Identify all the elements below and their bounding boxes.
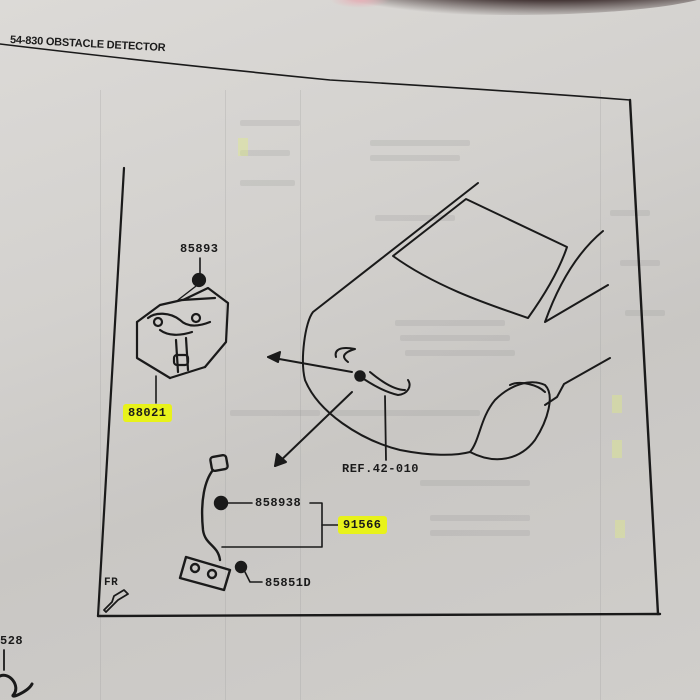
harness-leaders — [221, 502, 339, 583]
front-arrow-icon — [103, 589, 129, 613]
ghost-column — [225, 90, 226, 700]
control-unit-drawing — [135, 257, 230, 404]
ghost-text — [430, 530, 530, 536]
frame-right — [628, 98, 660, 616]
ghost-highlight — [238, 138, 248, 156]
part-label-858938: 858938 — [255, 496, 302, 510]
ghost-highlight — [612, 395, 622, 413]
ghost-text — [400, 335, 510, 341]
reference-label: REF.42-010 — [342, 462, 420, 476]
ghost-column — [300, 90, 301, 700]
ghost-text — [370, 140, 470, 146]
ghost-text — [240, 150, 290, 156]
ghost-column — [600, 90, 601, 700]
partial-part-label: 528 — [0, 634, 24, 648]
ghost-text — [240, 180, 295, 186]
ghost-text — [610, 210, 650, 216]
sensor-drawing — [354, 370, 366, 382]
ghost-text — [625, 310, 665, 316]
ghost-text — [430, 515, 530, 521]
car-outline — [302, 182, 611, 461]
leader-ref — [384, 395, 387, 461]
photo-shadow-highlight — [330, 0, 390, 8]
ghost-text — [395, 320, 505, 326]
sensor-harness-drawing — [178, 453, 248, 592]
ghost-text — [420, 480, 530, 486]
nut-85893-drawing — [191, 272, 207, 288]
fr-label: FR — [104, 577, 119, 589]
part-label-85851D: 85851D — [265, 576, 312, 590]
ghost-highlight — [615, 520, 625, 538]
ghost-text — [375, 215, 455, 221]
ghost-highlight — [612, 440, 622, 458]
ghost-column — [100, 90, 101, 700]
frame-bottom — [96, 612, 662, 618]
part-label-91566: 91566 — [338, 516, 387, 534]
ghost-text — [330, 410, 480, 416]
header-rule — [0, 43, 631, 101]
frame-left — [96, 166, 126, 618]
grommet-858938-drawing — [213, 495, 229, 511]
direction-arrows — [267, 351, 353, 467]
part-label-88021: 88021 — [123, 404, 172, 422]
part-label-85893: 85893 — [180, 242, 219, 256]
ghost-text — [370, 155, 460, 161]
ghost-text — [405, 350, 515, 356]
ghost-text — [230, 410, 320, 416]
ghost-text — [240, 120, 300, 126]
